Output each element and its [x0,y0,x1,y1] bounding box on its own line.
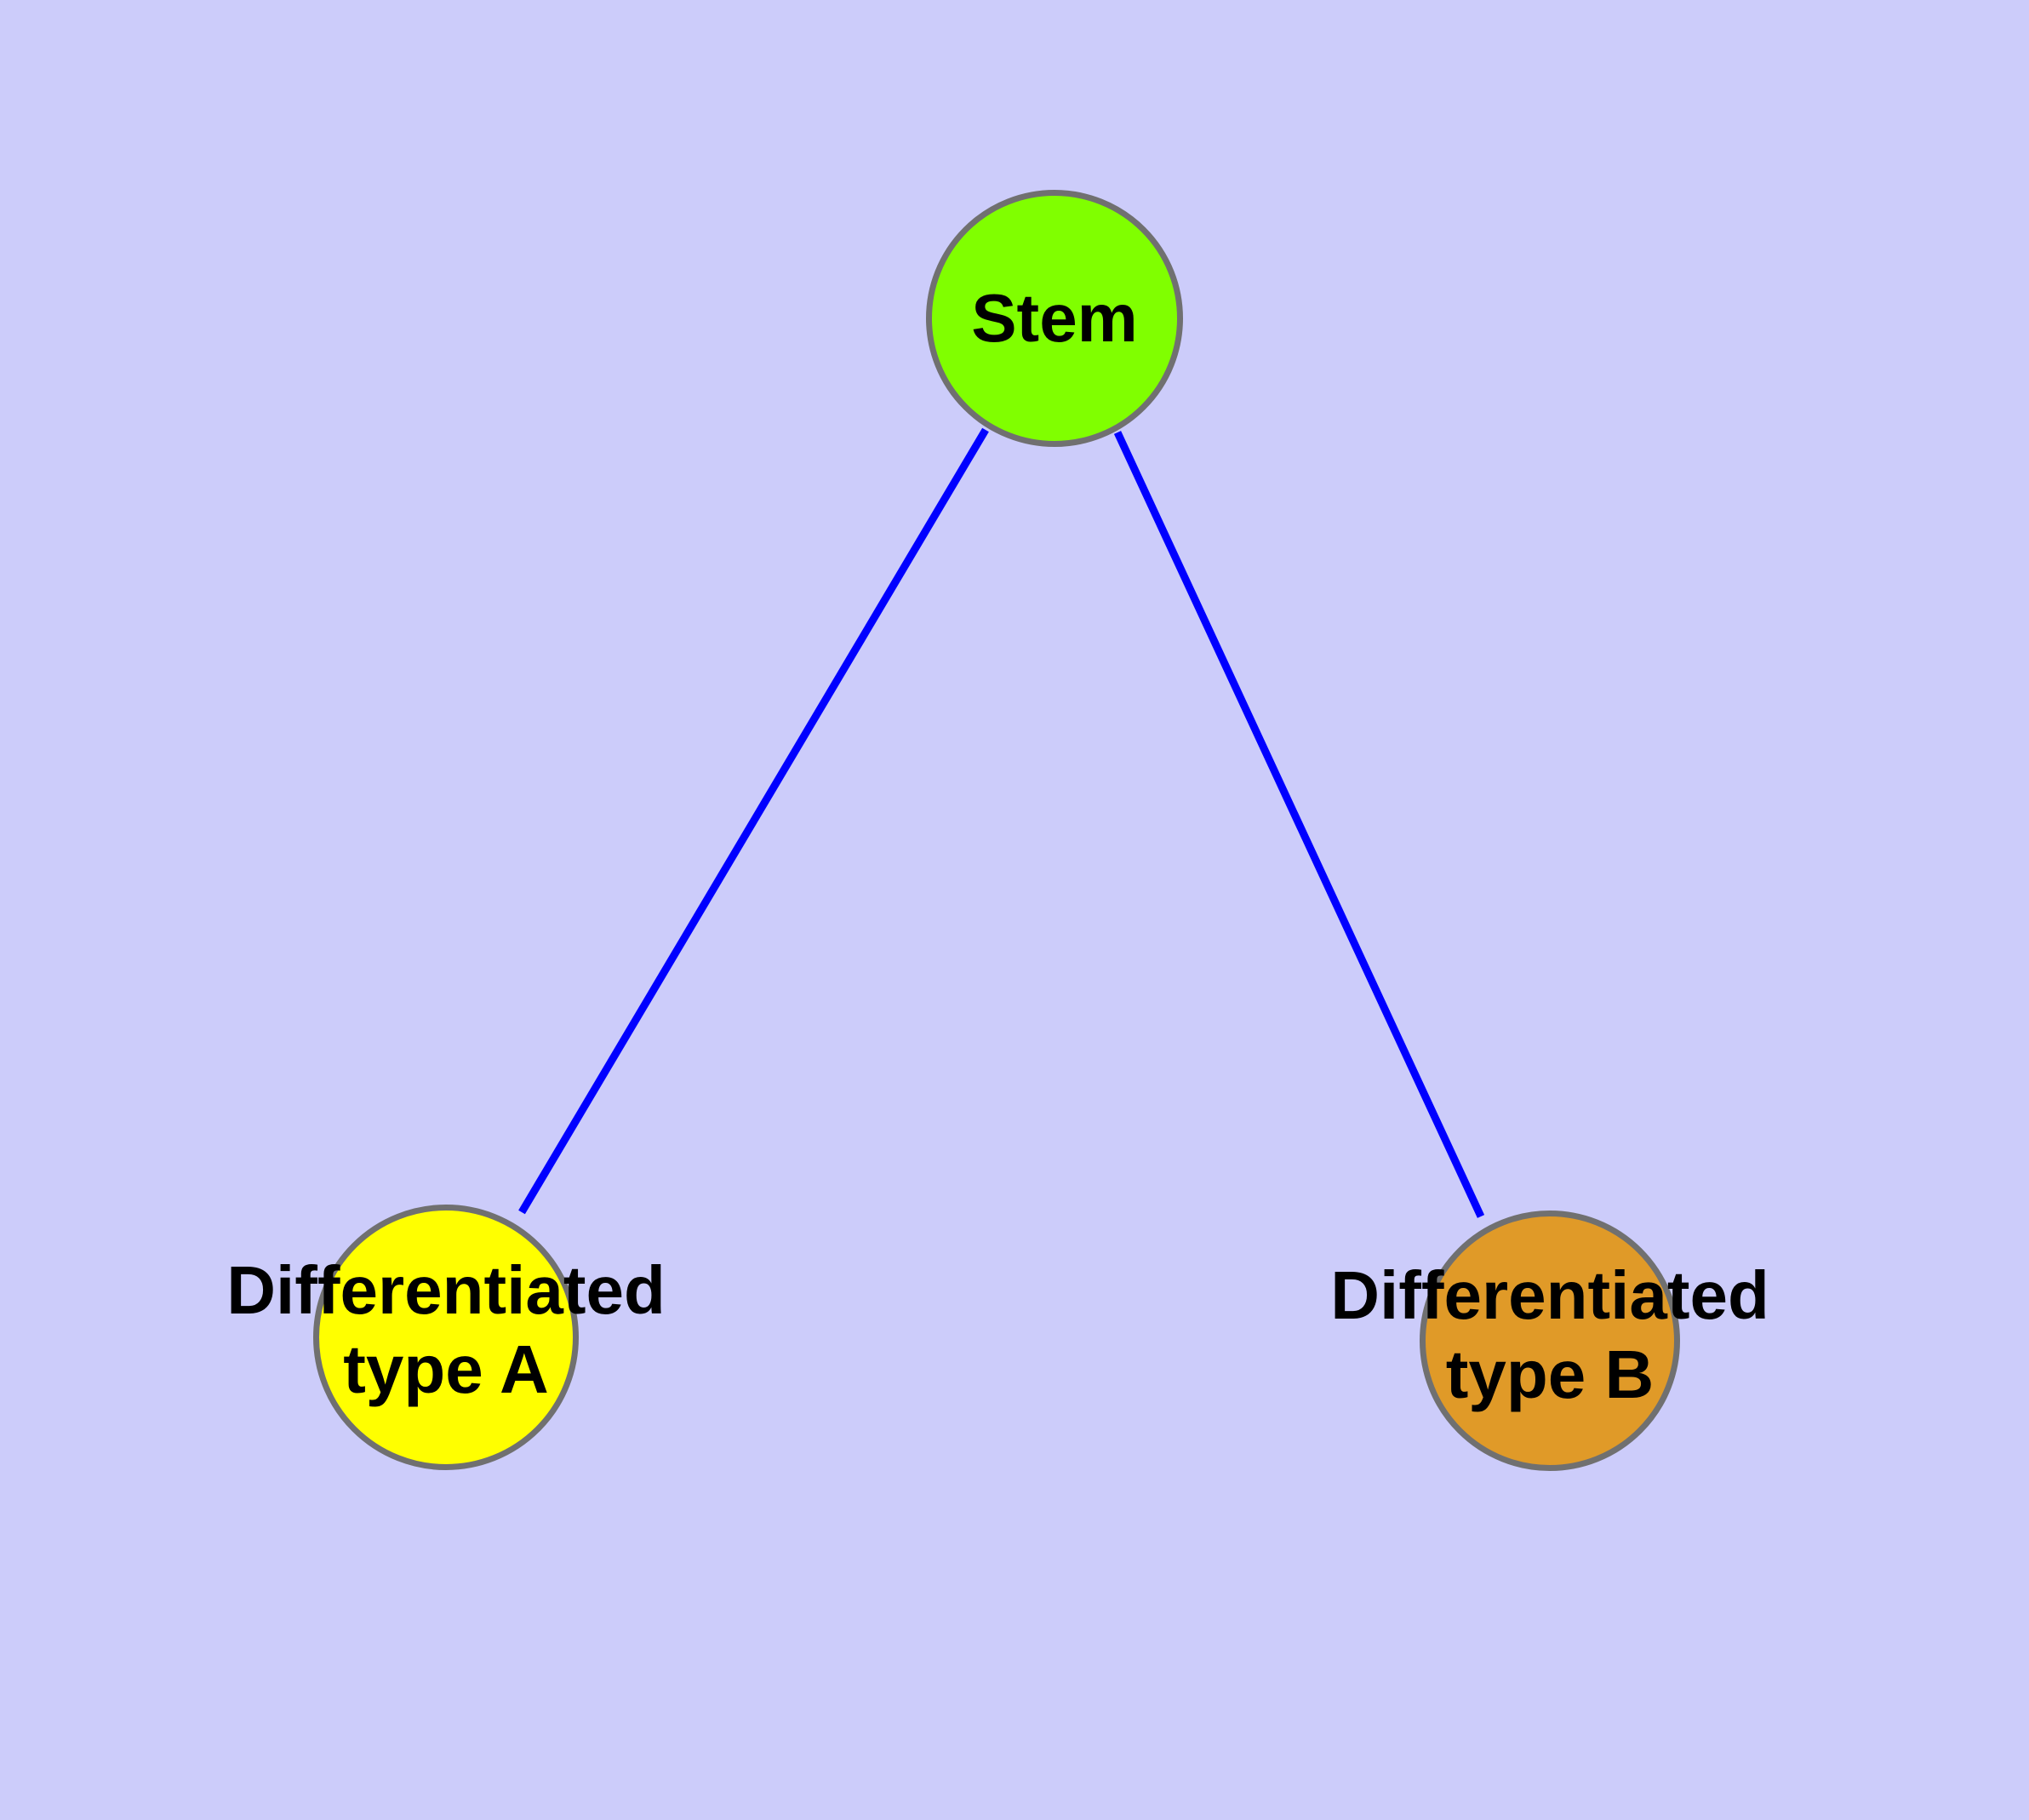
edge-stem-to-differentiated-type-a [518,427,989,1215]
node-differentiated-type-a[interactable] [313,1205,579,1470]
node-stem[interactable] [926,190,1183,447]
edge-stem-to-differentiated-type-b [1113,431,1485,1218]
node-differentiated-type-b[interactable] [1420,1210,1680,1471]
